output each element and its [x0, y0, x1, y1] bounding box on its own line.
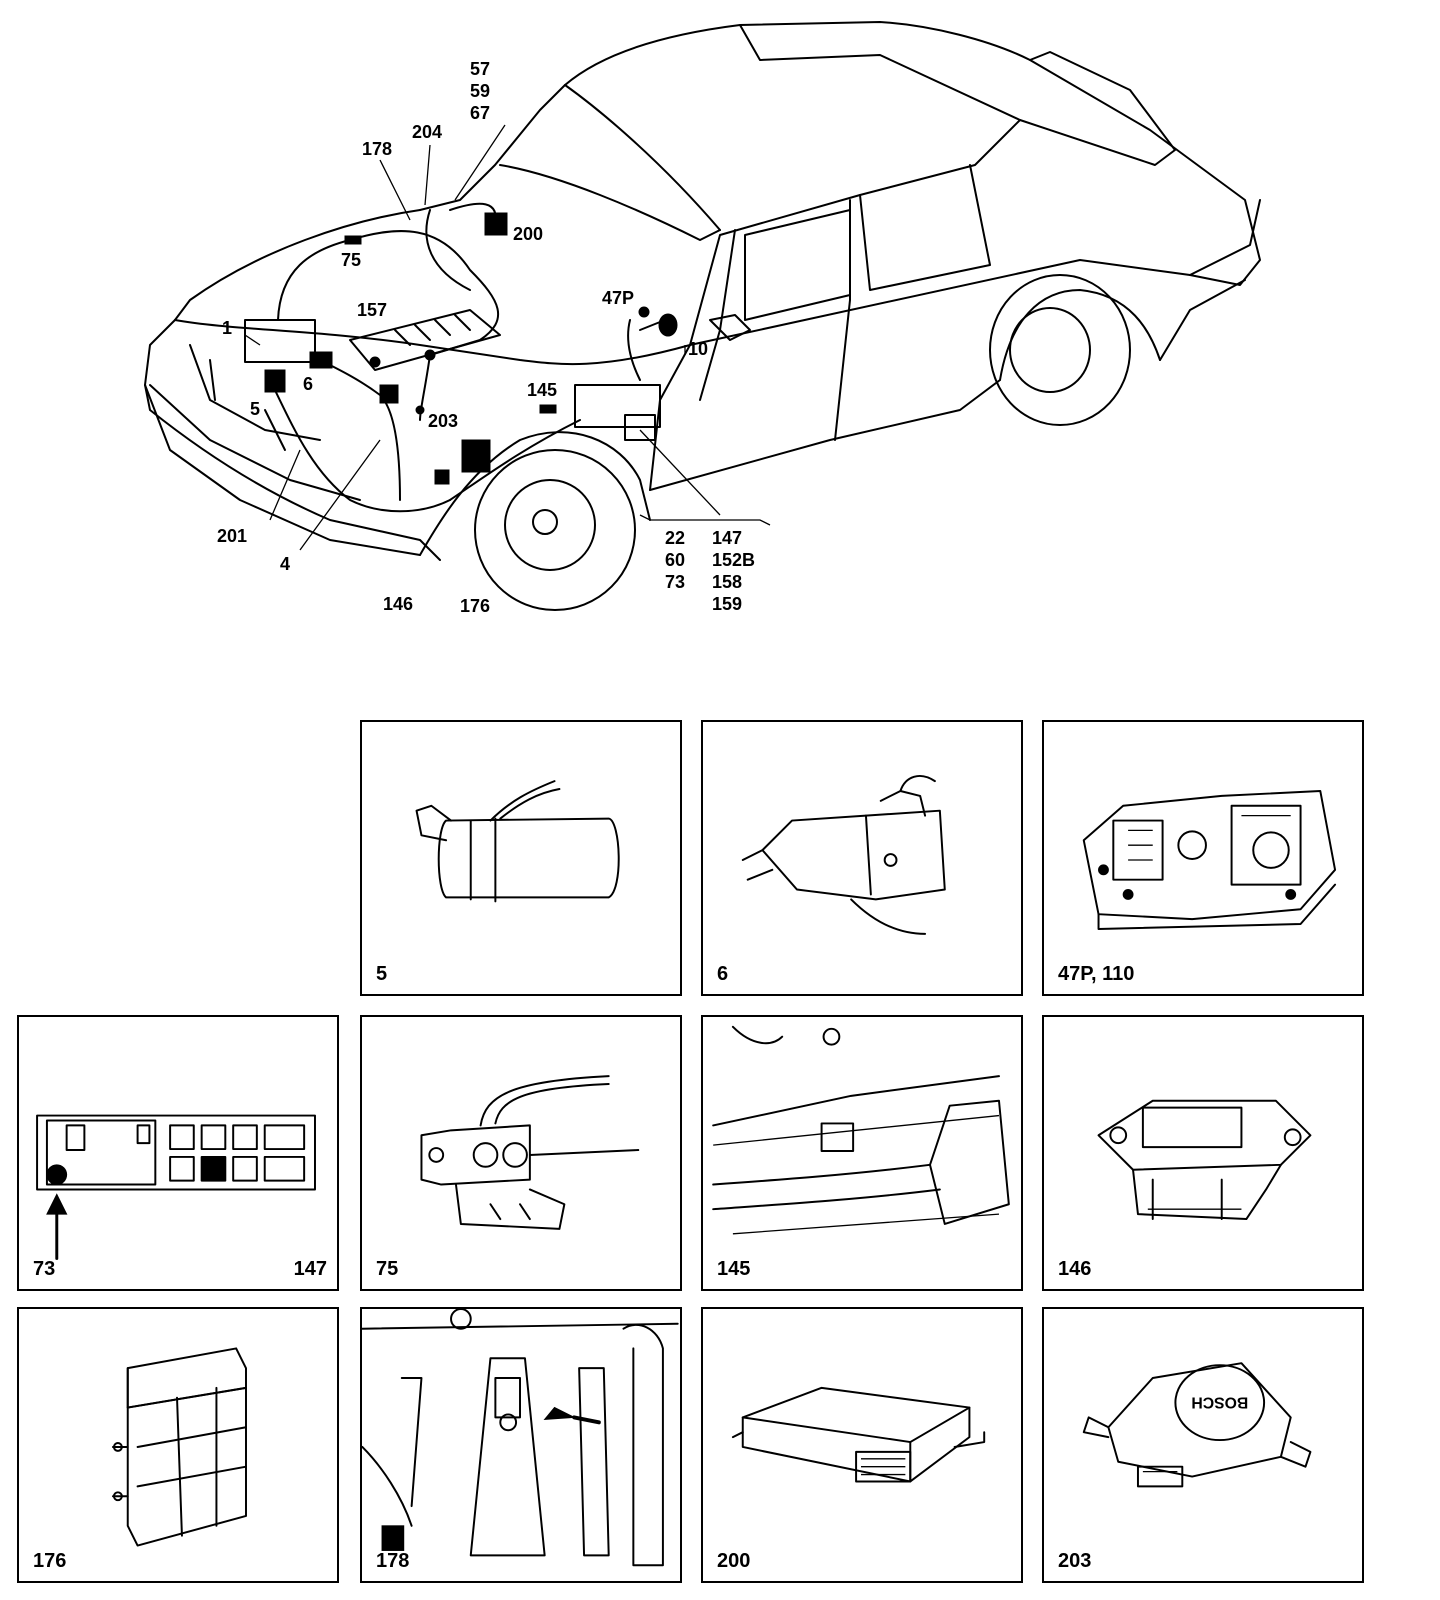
panel-5: 5 [360, 720, 682, 996]
leader-lines [244, 124, 771, 551]
callout-75: 75 [341, 250, 361, 270]
callout-6: 6 [303, 374, 313, 394]
panel-146: 146 [1042, 1015, 1364, 1291]
panel-145: 145 [701, 1015, 1023, 1291]
panel-label-5: 5 [376, 963, 388, 985]
panel-label-73: 73 [33, 1258, 56, 1280]
throttle-switch-203-illustration: BOSCH [1082, 1362, 1312, 1488]
ignition-module-illustration [1097, 1099, 1312, 1221]
callout-60: 60 [665, 550, 685, 570]
panel-label-200: 200 [717, 1550, 751, 1572]
component-illustration-75 [420, 1075, 640, 1230]
component-illustration-5 [415, 780, 620, 903]
panel-73-147: 73 147 [17, 1015, 339, 1291]
callout-201: 201 [217, 526, 247, 546]
car-body-outline [144, 21, 1261, 611]
callout-152b: 152B [712, 550, 755, 570]
component-illustration-6 [741, 775, 946, 935]
callout-10: 10 [688, 339, 708, 359]
panel-75: 75 [360, 1015, 682, 1291]
callout-57: 57 [470, 59, 490, 79]
panel-label-6: 6 [717, 963, 729, 985]
sensor-178-illustration [362, 1309, 679, 1567]
control-unit-200-illustration [731, 1386, 986, 1483]
panel-label-145: 145 [717, 1258, 751, 1280]
callout-178: 178 [362, 139, 392, 159]
callout-22: 22 [665, 528, 685, 548]
panel-label-75: 75 [376, 1258, 399, 1280]
callout-67: 67 [470, 103, 490, 123]
callout-200: 200 [513, 224, 543, 244]
harness-components [244, 212, 678, 485]
callout-157: 157 [357, 300, 387, 320]
callout-146: 146 [383, 594, 413, 614]
panel-200: 200 [701, 1307, 1023, 1583]
callout-176: 176 [460, 596, 490, 616]
panel-176: 176 [17, 1307, 339, 1583]
fuse-box-illustration [36, 1114, 316, 1260]
callout-147: 147 [712, 528, 742, 548]
panel-label-47p-110: 47P, 110 [1058, 963, 1135, 985]
callout-204: 204 [412, 122, 442, 142]
panel-label-146: 146 [1058, 1258, 1092, 1280]
control-unit-176-illustration [111, 1347, 247, 1547]
panel-47p-110: 47P, 110 [1042, 720, 1364, 996]
callout-145: 145 [527, 380, 557, 400]
panel-label-147: 147 [293, 1258, 327, 1280]
engine-detail [349, 309, 501, 371]
panel-label-203: 203 [1058, 1550, 1092, 1572]
callout-73: 73 [665, 572, 685, 592]
callout-5: 5 [250, 399, 260, 419]
car-wiring-diagram: 57 59 67 204 178 200 75 157 47P 1 10 6 5… [144, 21, 1261, 616]
callout-59: 59 [470, 81, 490, 101]
callout-4: 4 [280, 554, 290, 574]
callout-1: 1 [222, 318, 232, 338]
panel-label-178: 178 [376, 1550, 410, 1572]
panel-203: BOSCH 203 [1042, 1307, 1364, 1583]
component-illustration-47p-110 [1082, 790, 1337, 930]
callout-47p: 47P [602, 288, 634, 308]
callout-203: 203 [428, 411, 458, 431]
callout-159: 159 [712, 594, 742, 614]
callout-158: 158 [712, 572, 742, 592]
bosch-brand-text: BOSCH [1191, 1394, 1248, 1411]
panel-6: 6 [701, 720, 1023, 996]
panel-178: 178 [360, 1307, 682, 1583]
panel-label-176: 176 [33, 1550, 67, 1572]
component-illustration-145 [712, 1025, 1010, 1235]
